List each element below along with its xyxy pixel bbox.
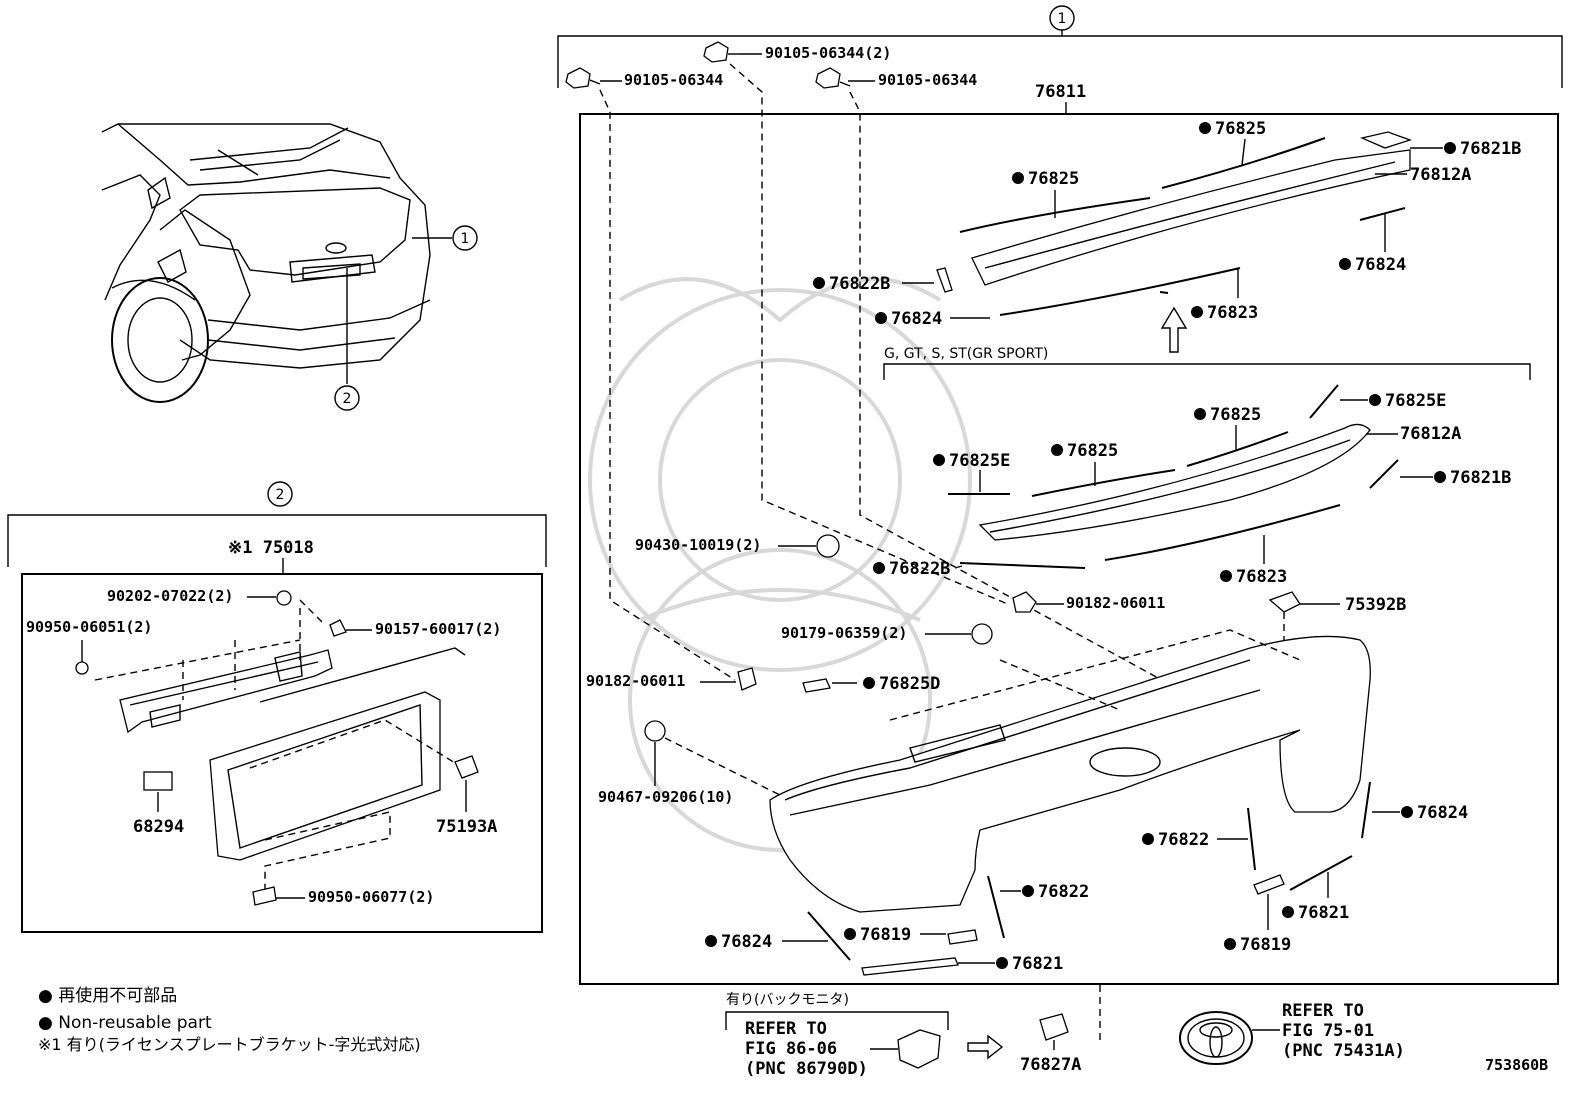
label-90202-07022: 90202-07022(2) xyxy=(107,587,233,605)
pad-76819-r xyxy=(1253,874,1285,895)
label-76822B-top: 76822B xyxy=(829,274,890,294)
bracket-75392B xyxy=(1268,591,1301,613)
callout-2-group xyxy=(267,481,293,507)
seal-76824-br xyxy=(1361,781,1371,839)
pad-76825D xyxy=(802,678,831,693)
label-90950-06077: 90950-06077(2) xyxy=(308,888,434,906)
label-76827A: 76827A xyxy=(1020,1055,1081,1075)
label-76823-top: 76823 xyxy=(1207,303,1258,323)
label-90430-10019: 90430-10019(2) xyxy=(635,536,761,554)
camera-bracket xyxy=(725,1011,949,1030)
label-76821B-mid: 76821B xyxy=(1450,468,1511,488)
camera-ref-2: FIG 86-06 xyxy=(745,1039,837,1059)
label-76825-top: 76825 xyxy=(1215,119,1266,139)
toyota-emblem-icon xyxy=(1179,1011,1253,1065)
label-76822-c: 76822 xyxy=(1038,882,1089,902)
variant-bracket xyxy=(883,363,1531,380)
bolt-90105-2 xyxy=(703,41,738,63)
label-76824-right: 76824 xyxy=(1355,255,1406,275)
callout-1-group-text: 1 xyxy=(1058,11,1067,27)
label-76819-c: 76819 xyxy=(860,925,911,945)
camera-title: 有り(バックモニタ) xyxy=(726,992,849,1008)
label-76821B-top: 76821B xyxy=(1460,139,1521,159)
label-76823-mid: 76823 xyxy=(1236,567,1287,587)
label-90105-06344-b: 90105-06344 xyxy=(878,71,977,89)
label-76819-r: 76819 xyxy=(1240,935,1291,955)
spoiler-gr-sport xyxy=(948,384,1399,569)
label-76825E-left: 76825E xyxy=(949,451,1010,471)
seal-76822-r xyxy=(1247,807,1256,871)
callout-1-overview-text: 1 xyxy=(461,231,470,247)
label-68294: 68294 xyxy=(133,817,184,837)
group1-box xyxy=(579,113,1559,985)
label-76825D: 76825D xyxy=(879,674,940,694)
nut-90182-r xyxy=(1012,591,1037,613)
camera-icon xyxy=(897,1029,941,1069)
bracket-76827A xyxy=(1039,1013,1069,1041)
group1-bracket xyxy=(557,35,1563,88)
label-90182-06011-r: 90182-06011 xyxy=(1066,594,1165,612)
label-75193A: 75193A xyxy=(436,817,497,837)
label-90179-06359: 90179-06359(2) xyxy=(781,624,907,642)
emblem-ref-3: (PNC 75431A) xyxy=(1282,1041,1405,1061)
arrow-up-icon xyxy=(1160,306,1188,353)
label-76824-br: 76824 xyxy=(1417,803,1468,823)
label-76825E-right: 76825E xyxy=(1385,391,1446,411)
emblem-ref-2: FIG 75-01 xyxy=(1282,1021,1374,1041)
camera-ref-1: REFER TO xyxy=(745,1019,827,1039)
label-76811: 76811 xyxy=(1035,82,1086,102)
camera-ref-3: (PNC 86790D) xyxy=(745,1059,868,1079)
label-90950-06051: 90950-06051(2) xyxy=(26,618,152,636)
group2-title: ※1 75018 xyxy=(228,538,314,558)
legend-line-en: ● Non-reusable part xyxy=(38,1013,212,1033)
label-90467-09206: 90467-09206(10) xyxy=(598,788,733,806)
label-76825-mid2: 76825 xyxy=(1067,441,1118,461)
callout-2-overview-text: 2 xyxy=(343,391,352,407)
license-plate-assembly xyxy=(75,590,479,906)
callout-1-overview xyxy=(452,225,478,251)
watermark xyxy=(588,277,972,852)
vehicle-overview xyxy=(101,123,431,403)
back-door-garnish xyxy=(769,629,1371,913)
group2-bracket xyxy=(7,514,547,567)
label-75392B: 75392B xyxy=(1345,595,1406,615)
seal-76822-c xyxy=(987,875,1005,939)
label-90182-06011-l: 90182-06011 xyxy=(586,672,685,690)
bolt-90105-a xyxy=(565,67,601,89)
emblem-ref-1: REFER TO xyxy=(1282,1001,1364,1021)
label-76821-r: 76821 xyxy=(1298,903,1349,923)
seal-76821-c xyxy=(861,957,959,976)
label-76822-r: 76822 xyxy=(1158,830,1209,850)
clip-90430 xyxy=(816,534,840,558)
arrow-right-icon xyxy=(967,1034,1004,1060)
nut-90182-l xyxy=(737,667,757,691)
legend-line-jp: ● 再使用不可部品 xyxy=(38,985,177,1006)
diagram-id: 753860B xyxy=(1485,1056,1548,1074)
label-76821-c: 76821 xyxy=(1012,954,1063,974)
label-90105-06344-a: 90105-06344 xyxy=(624,71,723,89)
variant-label: G, GT, S, ST(GR SPORT) xyxy=(884,346,1048,362)
callout-2-group-text: 2 xyxy=(276,487,285,503)
label-76812A-mid: 76812A xyxy=(1400,424,1461,444)
callout-2-overview xyxy=(334,385,360,411)
pad-76819-c xyxy=(947,929,978,945)
seal-76824-bl xyxy=(807,911,851,961)
seal-76821-r xyxy=(1289,855,1353,891)
spoiler-standard xyxy=(936,131,1413,316)
label-76825-left: 76825 xyxy=(1028,169,1079,189)
label-76812A-top: 76812A xyxy=(1410,165,1471,185)
legend-line-note: ※1 有り(ライセンスプレートブラケット-字光式対応) xyxy=(38,1035,421,1054)
label-76825-mid: 76825 xyxy=(1210,405,1261,425)
group2-box xyxy=(21,573,543,933)
label-90105-06344-2: 90105-06344(2) xyxy=(765,44,891,62)
label-76824-bl: 76824 xyxy=(721,932,772,952)
label-76824-left: 76824 xyxy=(891,309,942,329)
bolt-90105-b xyxy=(815,67,851,89)
label-90157-60017: 90157-60017(2) xyxy=(375,620,501,638)
clip-90467 xyxy=(644,720,666,742)
label-76822B-mid: 76822B xyxy=(889,559,950,579)
nut-90179 xyxy=(971,623,993,645)
